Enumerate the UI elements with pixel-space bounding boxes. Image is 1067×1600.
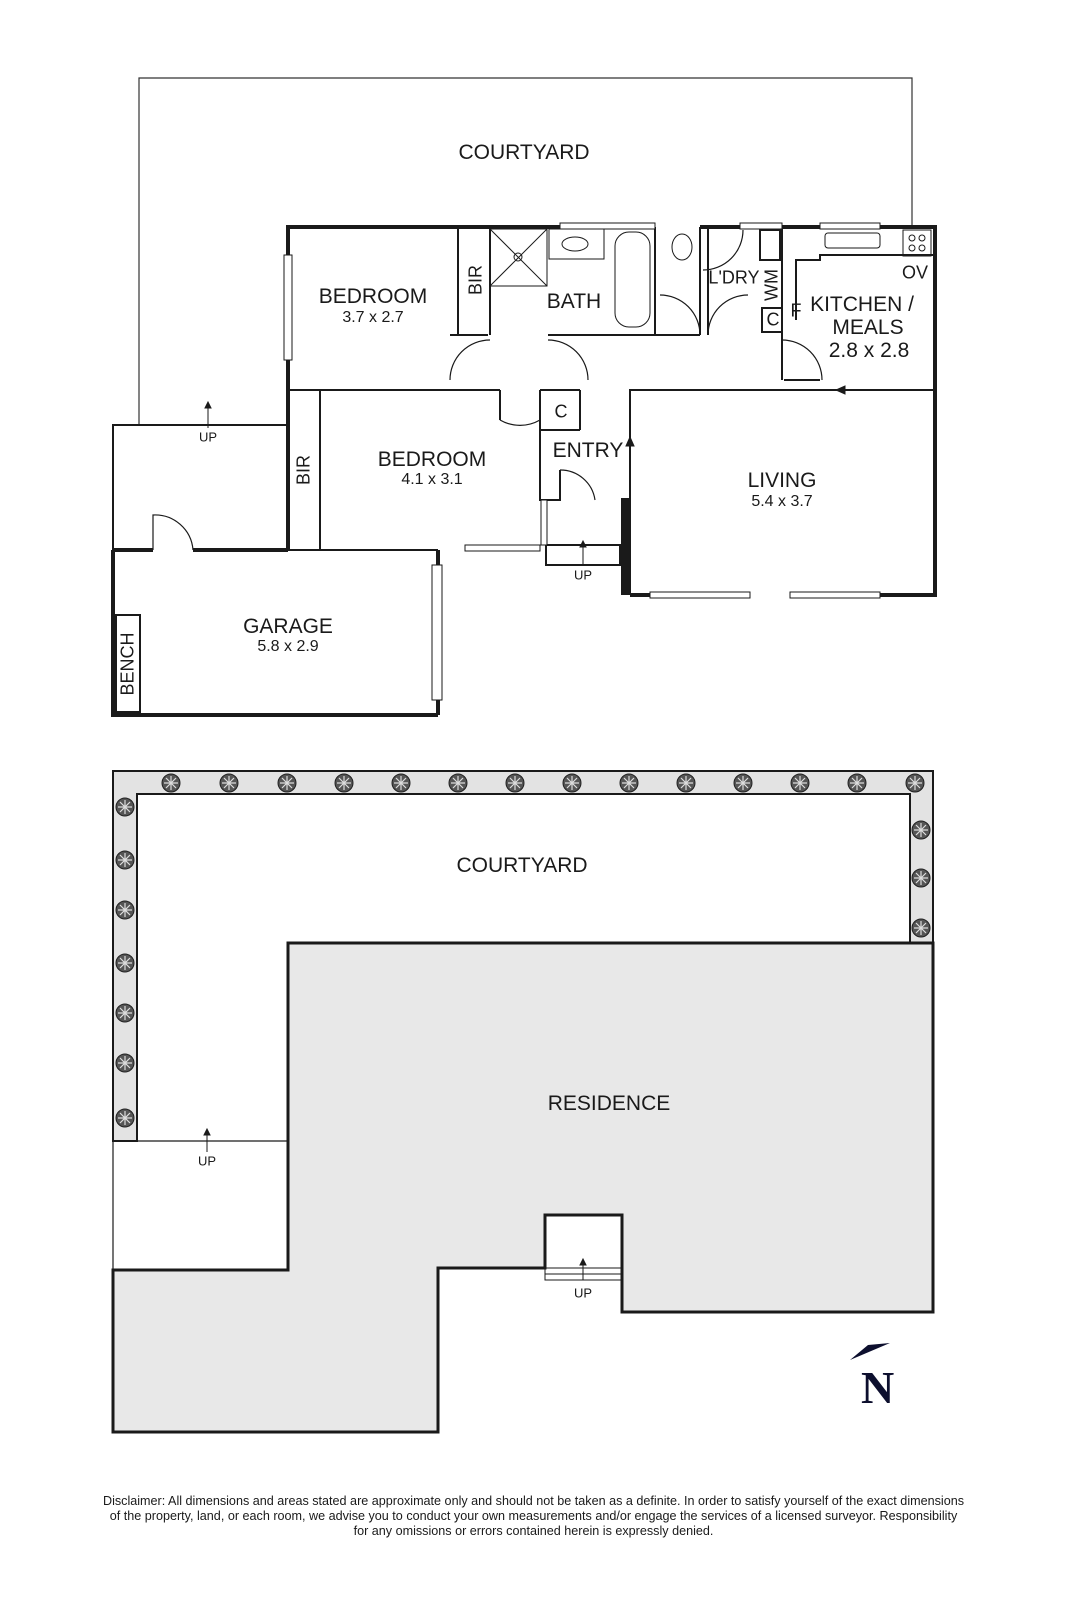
bedroom-1-label: BEDROOM — [318, 285, 428, 308]
site-side-up-label: UP — [197, 1153, 217, 1169]
disclaimer-line-2: of the property, land, or each room, we … — [109, 1509, 958, 1523]
north-arrow-icon — [850, 1343, 890, 1360]
bedroom-1-dims: 3.7 x 2.7 — [342, 309, 404, 326]
bench-label: BENCH — [117, 632, 138, 696]
bathroom-fixtures — [489, 228, 932, 328]
fridge-label: F — [790, 300, 802, 321]
courtyard-boundary — [138, 77, 913, 425]
entry-label: ENTRY — [552, 439, 624, 462]
living-dims: 5.4 x 3.7 — [751, 493, 813, 510]
garage-dims: 5.8 x 2.9 — [257, 638, 319, 655]
residence-label: RESIDENCE — [547, 1092, 671, 1115]
exterior-walls — [111, 225, 937, 717]
washing-machine-label: WM — [761, 269, 782, 301]
meals-label: MEALS — [832, 316, 904, 339]
residence-footprint — [111, 941, 935, 1434]
bath-label: BATH — [546, 290, 602, 313]
laundry-label: L'DRY — [708, 267, 760, 288]
north-compass-label: N — [861, 1362, 895, 1413]
door-swings — [152, 229, 823, 551]
entry-stairs-up-label: UP — [573, 567, 593, 583]
disclaimer-line-1: Disclaimer: All dimensions and areas sta… — [102, 1494, 965, 1508]
site-entry-up-label: UP — [573, 1285, 593, 1301]
site-courtyard-label: COURTYARD — [456, 854, 588, 877]
bedroom-2-dims: 4.1 x 3.1 — [401, 471, 463, 488]
side-stairs-up-label: UP — [198, 429, 218, 445]
kitchen-label: KITCHEN / — [810, 293, 914, 316]
oven-label: OV — [901, 262, 929, 283]
laundry-cupboard-label: C — [766, 309, 780, 330]
entry-cupboard-label: C — [554, 401, 568, 422]
bir-1-label: BIR — [465, 264, 486, 296]
garage-label: GARAGE — [243, 615, 333, 638]
courtyard-label: COURTYARD — [458, 141, 590, 164]
bir-2-label: BIR — [293, 454, 314, 486]
windows — [283, 222, 881, 701]
entry-feature-wall — [621, 498, 631, 595]
disclaimer: Disclaimer: All dimensions and areas sta… — [0, 1494, 1067, 1539]
bedroom-2-label: BEDROOM — [377, 448, 487, 471]
stair-arrows — [204, 385, 935, 565]
disclaimer-line-3: for any omissions or errors contained he… — [353, 1524, 714, 1538]
living-label: LIVING — [747, 469, 817, 492]
kitchen-dims: 2.8 x 2.8 — [828, 339, 910, 362]
site-outline — [112, 1140, 288, 1270]
